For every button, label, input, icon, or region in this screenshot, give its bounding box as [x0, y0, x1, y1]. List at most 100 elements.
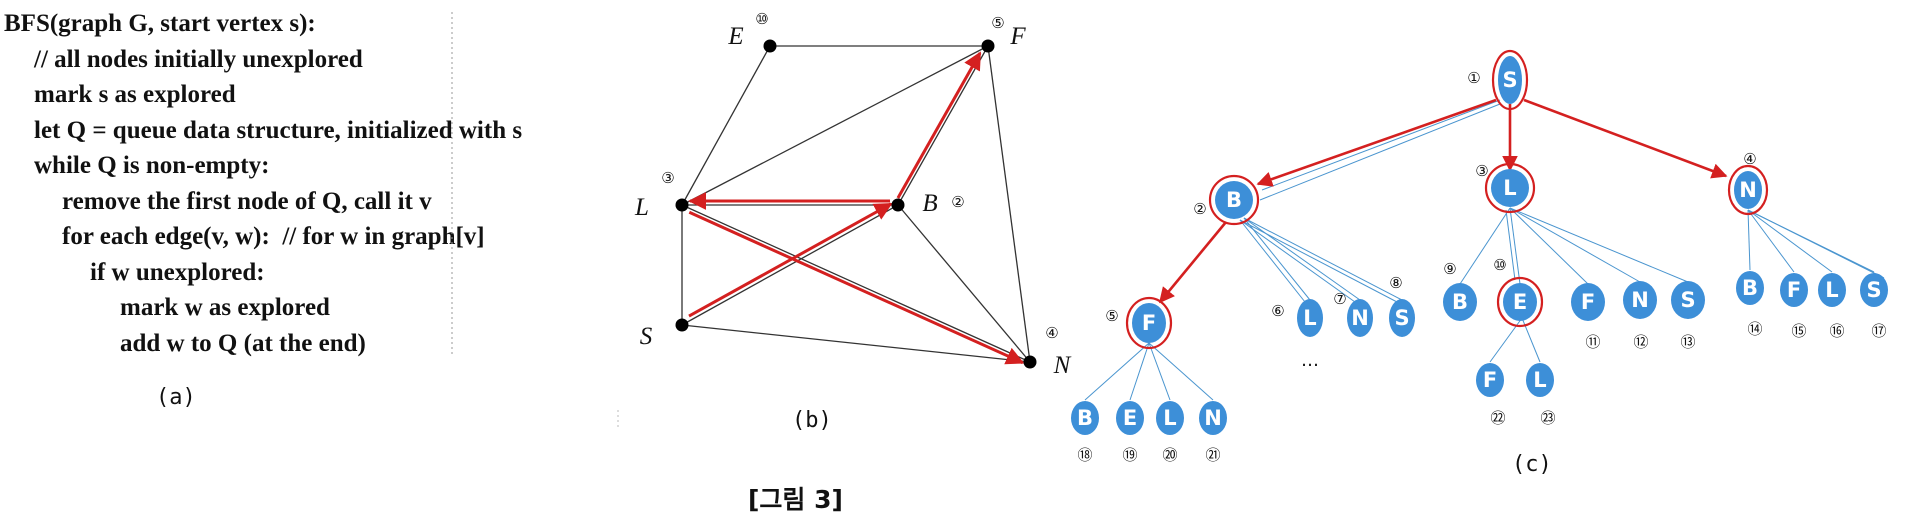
tree-edge [1148, 342, 1171, 401]
visit-order: ③ [1475, 162, 1488, 180]
tree-node-label: L [1303, 306, 1316, 330]
graph-edge [897, 45, 989, 206]
visit-order: ⑱ [1077, 446, 1092, 464]
tree-node-ring [1125, 296, 1173, 350]
tree-node [1156, 401, 1184, 435]
code-line: add w to Q (at the end) [120, 329, 366, 357]
tree-edge [1243, 217, 1403, 301]
tree-edge [1509, 207, 1689, 283]
visit-order: ⑤ [991, 14, 1004, 32]
code-line: mark w as explored [120, 294, 330, 321]
tree-edge [1509, 207, 1521, 285]
visit-order: ② [951, 193, 964, 211]
visit-order: ⑳ [1162, 446, 1177, 464]
tree-node [1571, 283, 1605, 321]
visit-order: ㉒ [1490, 409, 1505, 427]
tree-node [1734, 171, 1762, 209]
graph-vertex [675, 318, 689, 332]
tree-edge [1751, 211, 1885, 279]
code-line: // all nodes initially unexplored [34, 45, 363, 73]
visit-order: ④ [1743, 150, 1756, 168]
tree-node-label: N [1739, 178, 1757, 202]
graph-edge [987, 45, 1031, 363]
vertex-label: F [1009, 23, 1026, 50]
tree-node-ring [1496, 276, 1544, 328]
visit-order: ㉑ [1205, 446, 1220, 464]
visit-order: ⑪ [1585, 333, 1600, 351]
tree-node-label: B [1742, 276, 1758, 300]
tree-edge-arrow [1256, 98, 1497, 187]
tree-node [1347, 299, 1373, 337]
bfs-edge-arrow [896, 51, 982, 199]
visit-order: ① [1467, 69, 1480, 87]
code-line: remove the first node of Q, call it v [62, 187, 432, 215]
tree-edge [1747, 209, 1833, 273]
bfs-pseudocode: BFS(graph G, start vertex s): // all nod… [4, 6, 522, 361]
tree-node-label: S [1866, 278, 1881, 302]
code-line: for each edge(v, w): // for w in graph[v… [62, 223, 485, 250]
tree-edge [1243, 217, 1361, 301]
tree-node [1132, 303, 1166, 343]
tree-node [1623, 281, 1657, 319]
visit-order: ⑯ [1829, 322, 1844, 340]
visit-order: ④ [1045, 324, 1058, 342]
bfs-edge-arrow [688, 202, 893, 318]
tree-node-label: L [1825, 278, 1838, 302]
tree-node [1215, 181, 1253, 219]
tree-node [1503, 283, 1537, 321]
tree-node-label: N [1631, 288, 1649, 312]
tree-node-ring [1208, 174, 1260, 226]
tree-node [1671, 281, 1705, 319]
vertex-label: L [634, 194, 649, 221]
tree-node-label: L [1163, 406, 1176, 430]
code-line: if w unexplored: [90, 258, 265, 286]
tree-node-label: F [1483, 368, 1497, 392]
graph-edge [681, 204, 899, 326]
caption-b: (b) [792, 408, 832, 433]
ellipsis-text: … [1301, 350, 1319, 371]
tree-node-label: F [1581, 290, 1595, 314]
tree-node [1498, 56, 1522, 104]
tree-edge-arrow [1523, 98, 1728, 179]
tree-node-label: L [1533, 368, 1546, 392]
figure-title: [그림 3] [748, 485, 843, 514]
tree-node [1526, 363, 1554, 397]
visit-order: ③ [661, 169, 674, 187]
tree-node [1860, 273, 1888, 307]
code-line: mark s as explored [34, 81, 236, 108]
bfs-edge-arrow [688, 210, 1025, 365]
visit-order: ⑨ [1443, 260, 1456, 278]
tree-edge [1509, 207, 1641, 283]
tree-node-label: F [1787, 278, 1801, 302]
tree-node-label: B [1452, 290, 1468, 314]
graph-vertex [1023, 355, 1037, 369]
tree-node-label: S [1502, 68, 1517, 92]
tree-node [1491, 169, 1529, 207]
tree-node [1736, 271, 1764, 305]
visit-order: ② [1193, 200, 1206, 218]
vertex-label: N [1053, 352, 1072, 379]
tree-node-ring [1727, 164, 1769, 216]
tree-edge [1239, 219, 1306, 303]
caption-a: (a) [156, 385, 196, 410]
vertex-label: B [922, 190, 937, 217]
tree-node-label: E [1123, 406, 1137, 430]
visit-order: ⑲ [1122, 446, 1137, 464]
tree-edge [1509, 207, 1589, 285]
visit-order: ㉓ [1540, 409, 1555, 427]
tree-edge [1747, 209, 1795, 273]
visit-order: ⑧ [1389, 274, 1402, 292]
tree-edge-arrow [1158, 221, 1228, 304]
tree-node [1071, 401, 1099, 435]
tree-node [1116, 401, 1144, 435]
visit-order: ⑫ [1633, 333, 1648, 351]
tree-node-label: E [1513, 290, 1527, 314]
graph-vertex [981, 39, 995, 53]
tree-edge [1129, 342, 1150, 401]
tree-edge [1505, 209, 1516, 281]
visit-order: ⑩ [755, 10, 768, 28]
visit-order: ⑦ [1333, 290, 1346, 308]
